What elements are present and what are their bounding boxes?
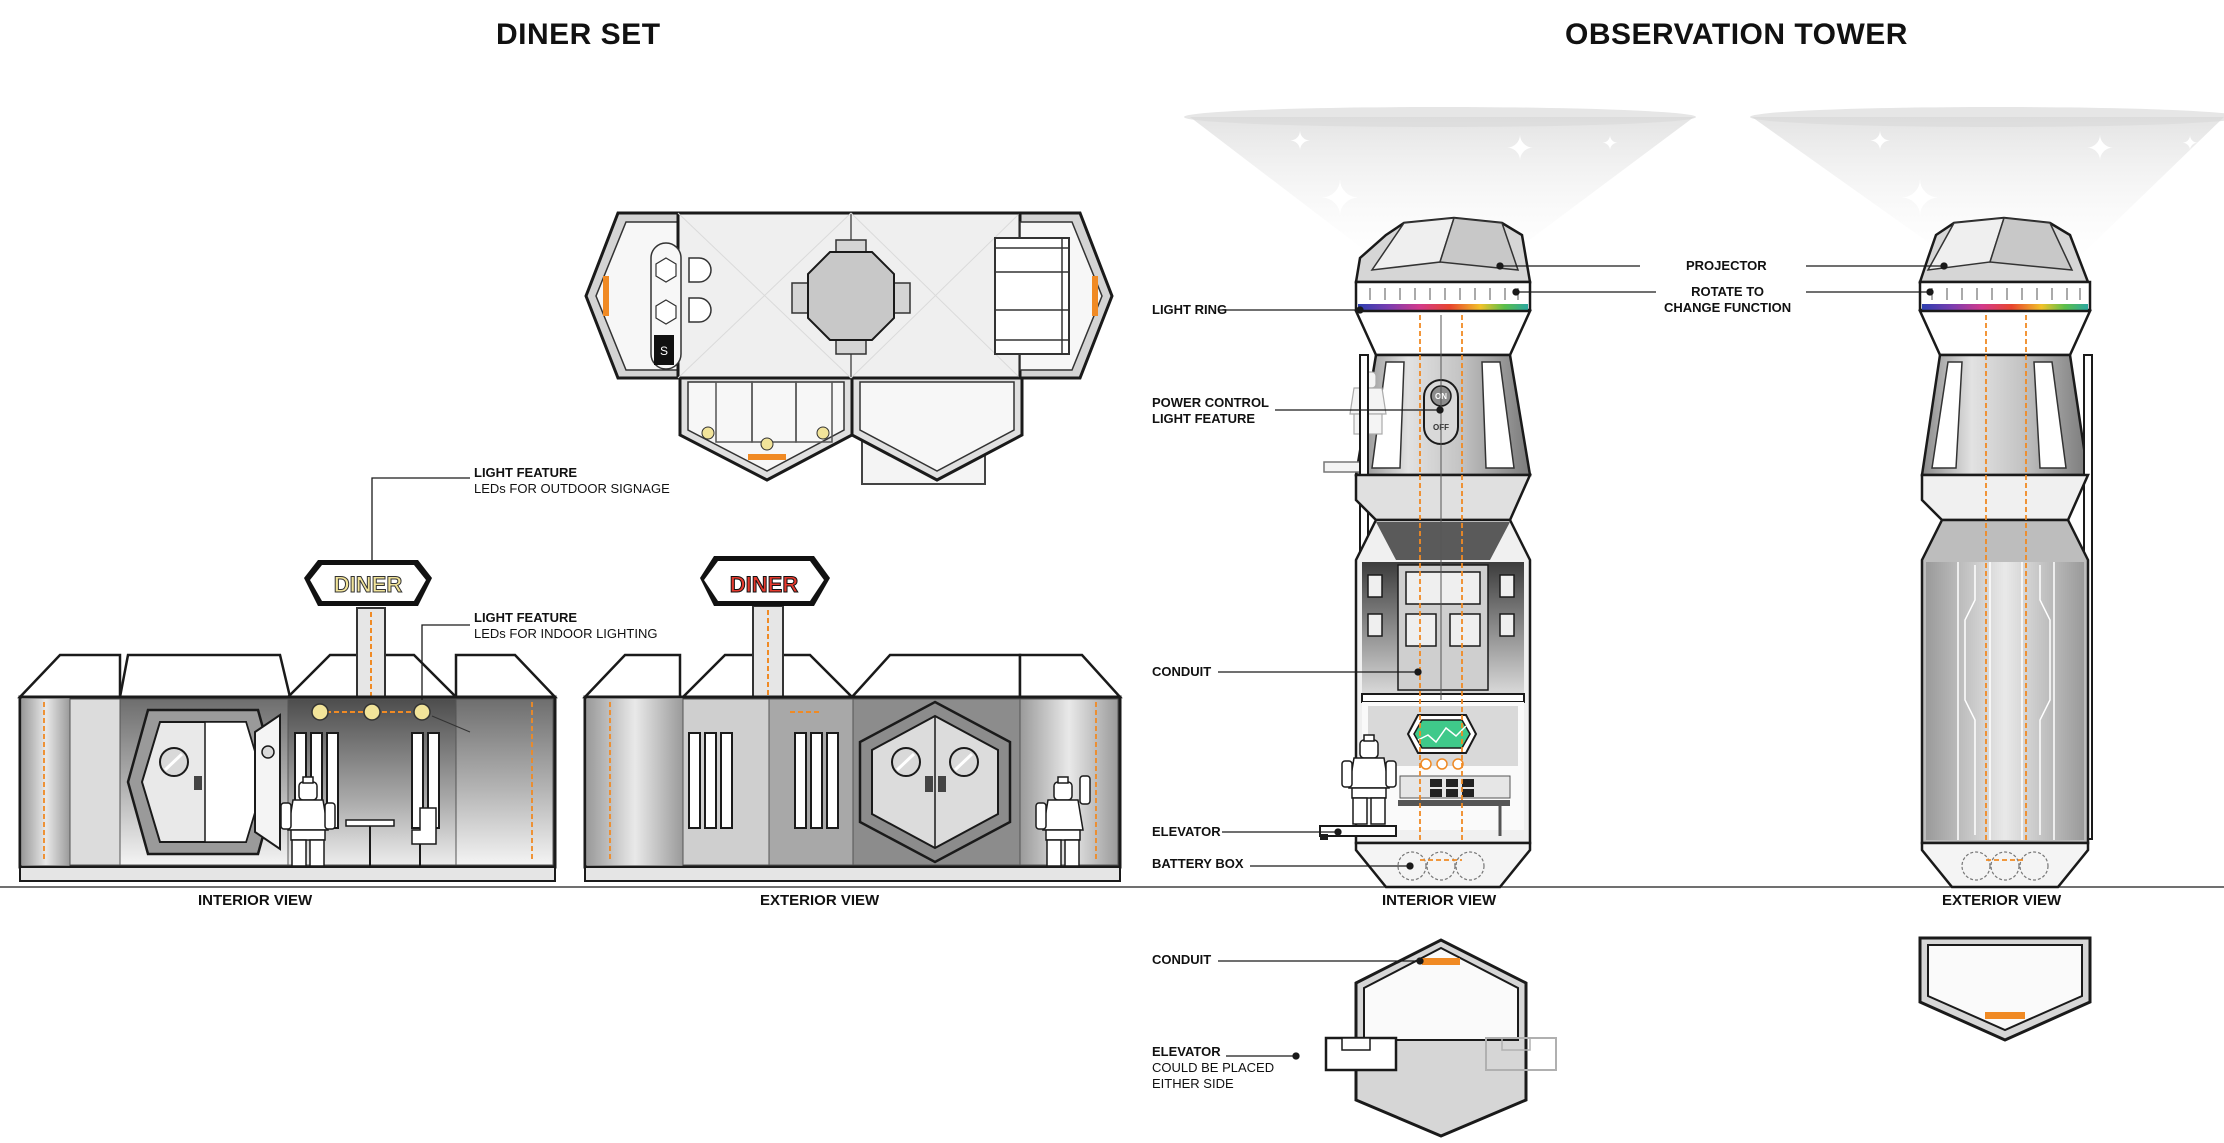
tower-plan-view-exterior [1918,936,2092,1042]
svg-text:✦: ✦ [2086,130,2115,168]
power-control-line1: POWER CONTROL [1152,395,1269,410]
tower-interior-view: ✦ ✦ ✦ ✦ ON OFF [1184,107,1696,889]
plan-elevator-label: ELEVATOR COULD BE PLACED EITHER SIDE [1152,1044,1274,1092]
tower-exterior-caption: EXTERIOR VIEW [1942,892,2062,909]
svg-text:✦: ✦ [1602,133,1619,155]
light-ring-label: LIGHT RING [1152,302,1228,317]
tower-interior-caption: INTERIOR VIEW [1382,892,1497,909]
power-control-line2: LIGHT FEATURE [1152,411,1256,426]
observation-tower-title: OBSERVATION TOWER [1565,18,1908,51]
light-feature-indoor-title: LIGHT FEATURE [474,610,578,625]
plan-conduit-label: CONDUIT [1152,952,1212,967]
light-feature-outdoor-title: LIGHT FEATURE [474,465,578,480]
svg-text:✦: ✦ [1900,173,1940,226]
minifigure-tower [1341,734,1397,825]
diner-interior-caption: INTERIOR VIEW [198,892,313,909]
svg-text:✦: ✦ [2182,133,2199,155]
elevator-label: ELEVATOR [1152,824,1221,839]
tower-exterior-view: ✦ ✦ ✦ ✦ [1750,107,2224,889]
plan-elevator-title: ELEVATOR [1152,1044,1221,1059]
minifigure [280,776,336,867]
plan-elevator-line1: COULD BE PLACED [1152,1060,1275,1075]
svg-text:✦: ✦ [1506,130,1535,168]
conduit-label: CONDUIT [1152,664,1212,679]
rotate-label: ROTATE TO CHANGE FUNCTION [1664,284,1791,316]
diner-exterior-view: DINER [582,556,1123,882]
diner-interior-view: DINER [17,560,558,882]
diner-sign-text: DINER [334,572,403,597]
svg-text:✦: ✦ [1289,126,1311,156]
minifigure-waving [1035,775,1091,867]
light-feature-indoor-subtitle: LEDs FOR INDOOR LIGHTING [474,626,658,641]
light-feature-outdoor-label: LIGHT FEATURE LEDs FOR OUTDOOR SIGNAGE [474,465,670,497]
battery-box-label: BATTERY BOX [1152,856,1244,871]
diner-set-title: DINER SET [496,18,661,51]
light-feature-indoor-label: LIGHT FEATURE LEDs FOR INDOOR LIGHTING [474,610,657,642]
rotate-line2: CHANGE FUNCTION [1664,300,1792,315]
power-control-label: POWER CONTROL LIGHT FEATURE [1152,395,1269,427]
tower-plan-view-interior [1324,938,1557,1138]
diner-exterior-sign-text: DINER [730,572,799,597]
light-feature-outdoor-subtitle: LEDs FOR OUTDOOR SIGNAGE [474,481,670,496]
top-view-marker: S [660,344,668,358]
svg-text:✦: ✦ [1320,173,1360,226]
projector-label: PROJECTOR [1686,258,1767,273]
plan-elevator-line2: EITHER SIDE [1152,1076,1234,1091]
svg-text:✦: ✦ [1869,126,1891,156]
diner-exterior-caption: EXTERIOR VIEW [760,892,880,909]
diner-top-view: S [584,211,1114,485]
leader-lines [371,262,1948,1060]
rotate-line1: ROTATE TO [1691,284,1765,299]
